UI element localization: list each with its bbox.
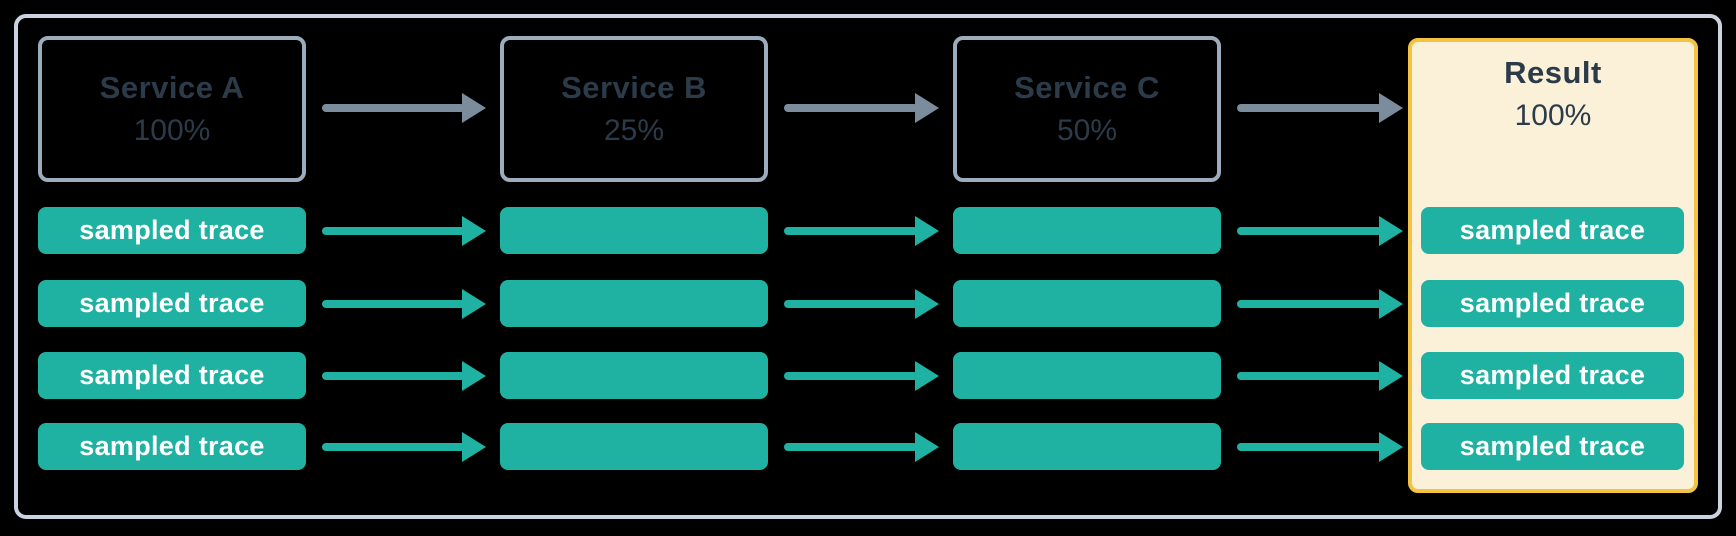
trace-label: sampled trace <box>79 215 265 245</box>
result-title: Result <box>1504 55 1602 90</box>
trace-box-result-1: sampled trace <box>1421 207 1684 254</box>
result-panel <box>1408 38 1698 493</box>
service-b-sample-rate: 25% <box>603 114 665 148</box>
trace-arrow-icon <box>1237 216 1403 246</box>
trace-box-c-1 <box>953 207 1221 254</box>
service-a-title: Service A <box>99 70 245 106</box>
trace-label: sampled trace <box>1459 431 1646 461</box>
trace-box-b-2 <box>500 280 768 327</box>
result-header: Result 100% <box>1408 55 1698 133</box>
trace-box-b-3 <box>500 352 768 399</box>
trace-box-result-2: sampled trace <box>1421 280 1684 327</box>
trace-arrow-icon <box>784 216 939 246</box>
trace-arrow-icon <box>784 361 939 391</box>
trace-label: sampled trace <box>79 360 265 390</box>
trace-arrow-icon <box>1237 432 1403 462</box>
trace-box-c-3 <box>953 352 1221 399</box>
service-c-sample-rate: 50% <box>1056 114 1118 148</box>
trace-arrow-icon <box>1237 289 1403 319</box>
trace-box-a-2: sampled trace <box>38 280 306 327</box>
service-c-box: Service C 50% <box>953 36 1221 182</box>
trace-arrow-icon <box>322 432 486 462</box>
trace-label: sampled trace <box>79 288 265 318</box>
trace-box-b-1 <box>500 207 768 254</box>
arrow-service-c-to-result-icon <box>1237 93 1403 123</box>
trace-box-result-3: sampled trace <box>1421 352 1684 399</box>
pipeline-frame <box>14 14 1722 519</box>
trace-arrow-icon <box>784 289 939 319</box>
trace-label: sampled trace <box>1459 288 1646 318</box>
trace-arrow-icon <box>784 432 939 462</box>
result-sample-rate: 100% <box>1514 99 1592 133</box>
trace-box-a-4: sampled trace <box>38 423 306 470</box>
trace-arrow-icon <box>322 361 486 391</box>
trace-label: sampled trace <box>1459 360 1646 390</box>
trace-box-c-4 <box>953 423 1221 470</box>
service-c-title: Service C <box>1014 70 1160 106</box>
service-b-title: Service B <box>561 70 707 106</box>
arrow-service-a-to-b-icon <box>322 93 486 123</box>
trace-arrow-icon <box>1237 361 1403 391</box>
trace-arrow-icon <box>322 216 486 246</box>
trace-label: sampled trace <box>1459 215 1646 245</box>
trace-box-a-3: sampled trace <box>38 352 306 399</box>
service-a-box: Service A 100% <box>38 36 306 182</box>
trace-label: sampled trace <box>79 431 265 461</box>
trace-box-c-2 <box>953 280 1221 327</box>
trace-box-b-4 <box>500 423 768 470</box>
trace-box-a-1: sampled trace <box>38 207 306 254</box>
trace-box-result-4: sampled trace <box>1421 423 1684 470</box>
arrow-service-b-to-c-icon <box>784 93 939 123</box>
service-b-box: Service B 25% <box>500 36 768 182</box>
trace-arrow-icon <box>322 289 486 319</box>
service-a-sample-rate: 100% <box>133 114 211 148</box>
